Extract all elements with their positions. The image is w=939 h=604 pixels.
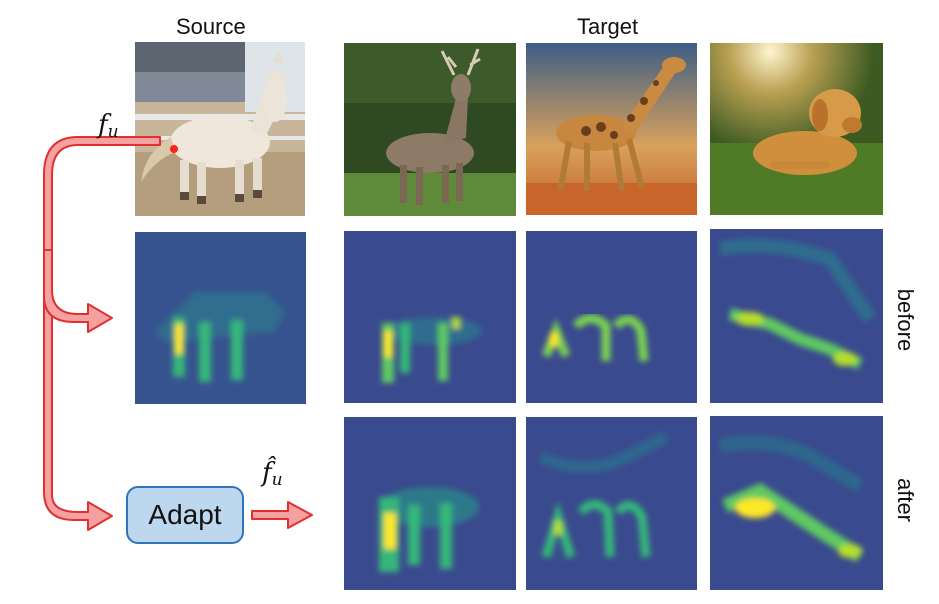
adapt-module-box: Adapt xyxy=(126,486,244,544)
row-label-after: after xyxy=(893,477,918,523)
feature-label-fu: fu xyxy=(98,110,119,142)
target-deer-photo xyxy=(344,43,516,216)
target-dog-photo xyxy=(710,43,883,215)
adapt-label: Adapt xyxy=(148,499,222,530)
fu-sub: u xyxy=(107,122,119,142)
deer-heatmap-after xyxy=(344,417,516,590)
giraffe-heatmap-after xyxy=(526,417,697,590)
fhat-sub: u xyxy=(271,470,283,490)
target-title: Target xyxy=(577,14,639,39)
giraffe-heatmap-before xyxy=(526,231,697,403)
fu-base: f xyxy=(98,110,108,140)
adapt-output-arrow xyxy=(251,501,313,529)
source-horse-photo xyxy=(135,42,305,216)
row-label-before: before xyxy=(893,288,918,352)
target-giraffe-photo xyxy=(526,43,697,215)
source-self-similarity-heatmap xyxy=(135,232,306,404)
dog-heatmap-before xyxy=(710,229,883,403)
fhat-base: f̂ xyxy=(262,458,272,488)
branch-to-heatmap-arrow xyxy=(43,249,113,333)
dog-heatmap-after xyxy=(710,416,883,590)
source-title: Source xyxy=(176,14,246,39)
query-point-marker xyxy=(170,145,178,153)
deer-heatmap-before xyxy=(344,231,516,403)
feature-label-fhat: f̂u xyxy=(262,458,283,490)
